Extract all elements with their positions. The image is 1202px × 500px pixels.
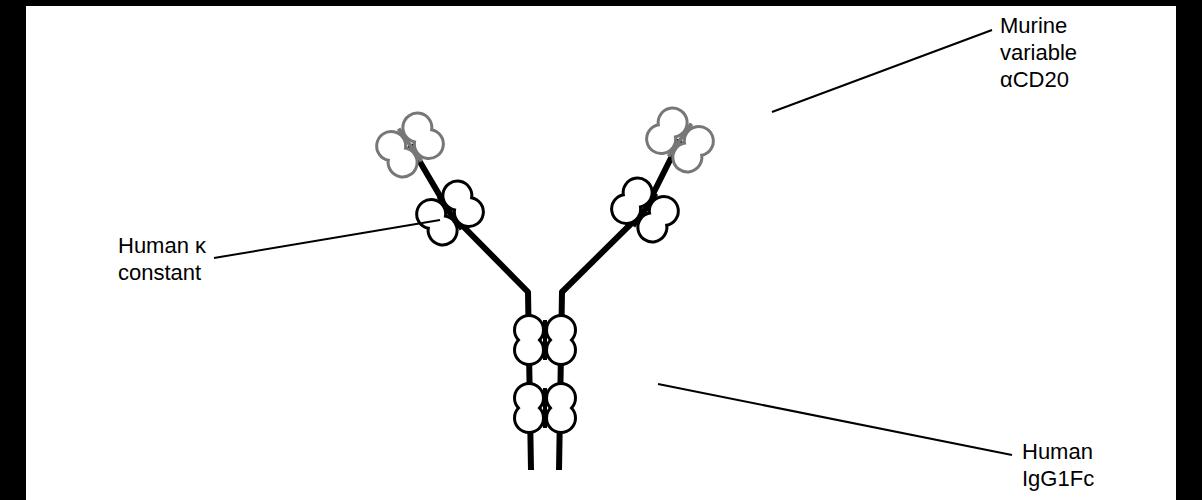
leader-line	[772, 30, 992, 112]
constant-domain	[413, 178, 487, 249]
leader-lines	[214, 30, 1012, 455]
fc-domain	[516, 385, 574, 431]
fc-domain	[516, 317, 574, 363]
part-label: Human IgG1Fc	[1022, 438, 1112, 492]
part-label: Human κ constant	[118, 232, 236, 286]
leader-line	[214, 220, 440, 258]
variable-domain	[373, 110, 447, 181]
variable-domain	[643, 105, 717, 176]
leader-line	[658, 384, 1012, 455]
constant-domain	[608, 175, 682, 246]
part-label: Murine variable αCD20	[1000, 12, 1100, 93]
